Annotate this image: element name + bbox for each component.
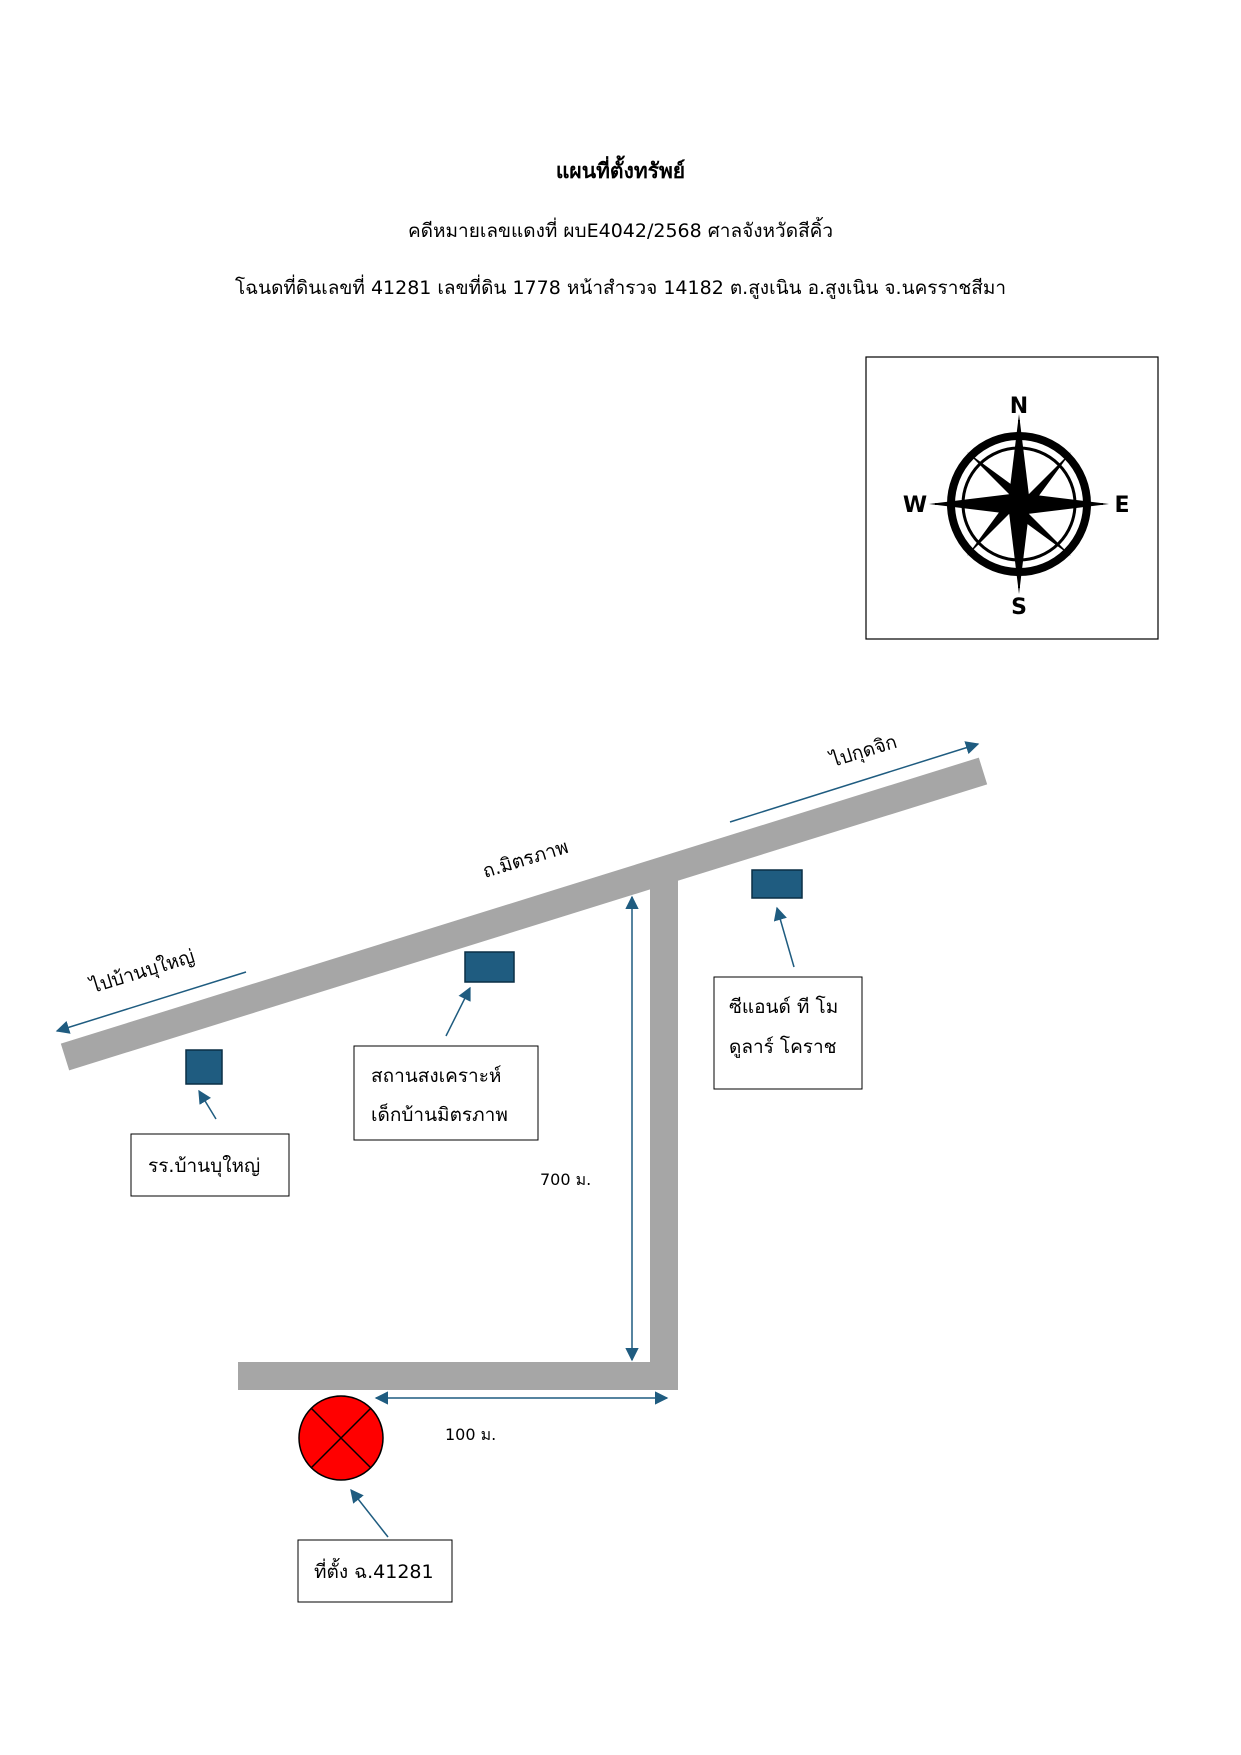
case-number-line: คดีหมายเลขแดงที่ ผบE4042/2568 ศาลจังหวัด… [407, 220, 834, 242]
main-road-label: ถ.มิตรภาพ [480, 836, 571, 883]
main-road [60, 757, 988, 1071]
callout-box-welfare [353, 1045, 539, 1141]
property-label: ที่ตั้ง ฉ.41281 [314, 1558, 434, 1583]
compass-west-label: W [903, 493, 927, 518]
callout-arrow-school [198, 1089, 217, 1120]
callout-arrow-property [350, 1488, 389, 1538]
callout-box-school [130, 1133, 290, 1197]
landmark-label-store-line2: ดูลาร์ โคราช [729, 1035, 837, 1058]
distance-label-horizontal: 100 ม. [445, 1425, 496, 1444]
building-school [185, 1049, 223, 1085]
compass-south-label: S [1011, 595, 1027, 620]
callout-box-store [713, 976, 863, 1090]
side-road-vertical [650, 875, 678, 1390]
property-marker-icon [298, 1395, 384, 1481]
direction-arrow-kut-chik [729, 741, 980, 823]
distance-label-vertical: 700 ม. [540, 1170, 591, 1189]
callout-arrow-store [773, 906, 795, 968]
compass-icon [929, 414, 1109, 594]
landmark-label-welfare-line2: เด็กบ้านมิตรภาพ [371, 1102, 508, 1126]
building-store [751, 869, 803, 899]
title-deed-line: โฉนดที่ดินเลขที่ 41281 เลขที่ดิน 1778 หน… [234, 277, 1007, 299]
callout-arrow-welfare [445, 986, 471, 1037]
direction-label-kut-chik: ไปกุดจิก [826, 731, 900, 773]
landmark-label-school: รร.บ้านบุใหญ่ [148, 1155, 260, 1178]
compass-north-label: N [1010, 394, 1028, 419]
direction-arrow-ban-bu-yai [55, 971, 247, 1034]
compass-east-label: E [1114, 493, 1129, 518]
building-welfare-center [464, 951, 515, 983]
landmark-label-store-line1: ซีแอนด์ ที โม [729, 995, 838, 1018]
map-title: แผนที่ตั้งทรัพย์ [555, 159, 686, 183]
compass-rose: N S E W [865, 356, 1159, 640]
callout-box-property [297, 1539, 453, 1603]
direction-label-ban-bu-yai: ไปบ้านบุใหญ่ [86, 945, 197, 999]
landmark-label-welfare-line1: สถานสงเคราะห์ [371, 1065, 501, 1087]
side-road-horizontal [238, 1362, 678, 1390]
